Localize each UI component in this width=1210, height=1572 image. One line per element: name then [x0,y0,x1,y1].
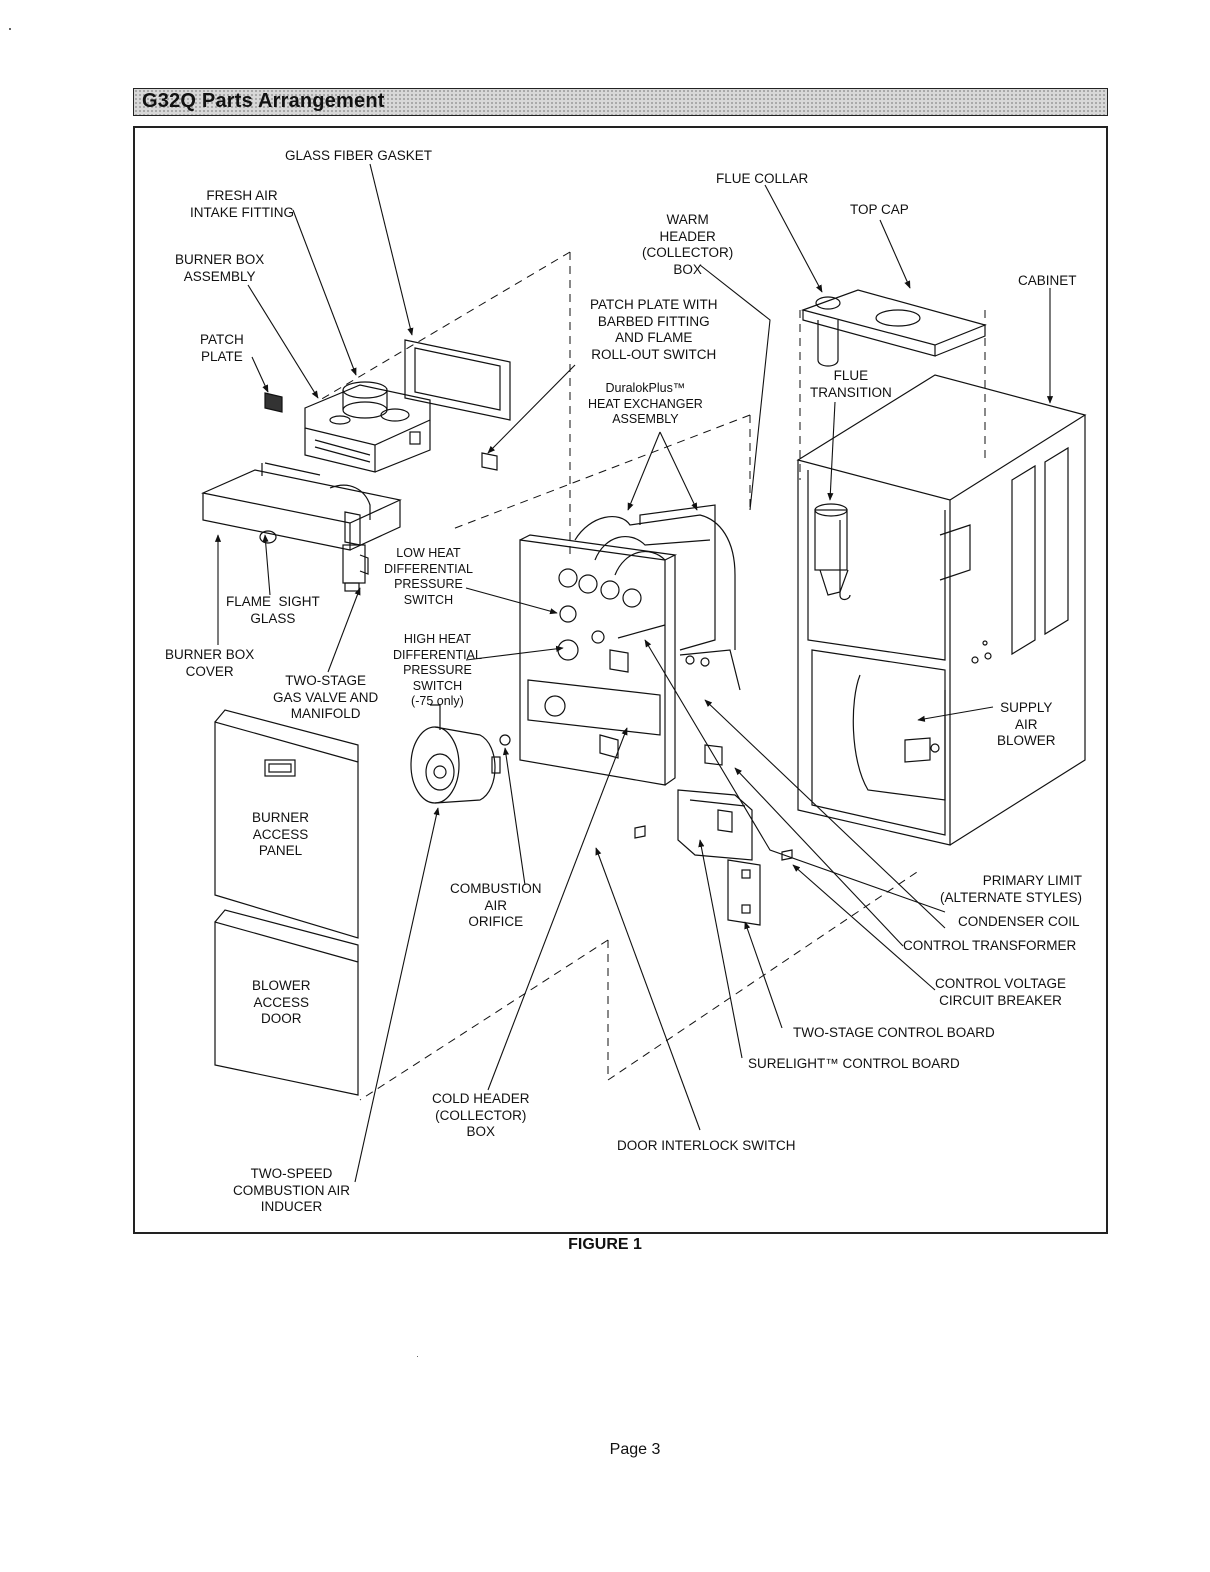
label-primary-limit: PRIMARY LIMIT (ALTERNATE STYLES) [940,873,1083,905]
label-two-stage-gas-valve: TWO-STAGE GAS VALVE AND MANIFOLD [273,673,379,721]
label-surelight-control-board: SURELIGHT™ CONTROL BOARD [748,1056,960,1071]
cabinet [796,374,1087,846]
burner-access-panel [214,709,359,939]
label-control-voltage-breaker: CONTROL VOLTAGE CIRCUIT BREAKER [935,976,1067,1008]
label-flue-collar: FLUE COLLAR [716,171,809,186]
label-burner-box-assembly: BURNER BOX ASSEMBLY [175,252,265,284]
top-cap [800,289,987,367]
label-supply-air-blower: SUPPLY AIR BLOWER [997,700,1056,748]
heat-exchanger [519,504,741,786]
scan-speck [9,28,11,30]
label-control-transformer: CONTROL TRANSFORMER [903,938,1077,953]
label-cold-header-box: COLD HEADER (COLLECTOR) BOX [432,1091,530,1139]
section-header-bar: G32Q Parts Arrangement [133,88,1108,116]
gas-valve [329,484,371,592]
page-number: Page 3 [609,1441,661,1458]
label-patch-plate-barbed: PATCH PLATE WITH BARBED FITTING AND FLAM… [590,297,718,362]
label-two-speed-inducer: TWO-SPEED COMBUSTION AIR INDUCER [233,1166,351,1214]
label-low-heat-switch: LOW HEAT DIFFERENTIAL PRESSURE SWITCH [384,546,473,607]
label-burner-box-cover: BURNER BOX COVER [165,647,255,679]
label-blower-access-door: BLOWER ACCESS DOOR [252,978,311,1026]
label-two-stage-control-board: TWO-STAGE CONTROL BOARD [793,1025,995,1040]
combustion-air-inducer [410,704,501,804]
label-flame-sight-glass: FLAME SIGHT GLASS [226,594,320,626]
blower-access-door [214,909,359,1096]
scan-speck [417,1356,418,1357]
section-title: G32Q Parts Arrangement [142,90,385,112]
figure-frame [133,126,1108,1234]
label-glass-fiber-gasket: GLASS FIBER GASKET [285,148,433,163]
label-flue-transition: FLUE TRANSITION [810,368,892,400]
label-cabinet: CABINET [1018,273,1077,288]
label-top-cap: TOP CAP [850,202,909,217]
label-burner-access-panel: BURNER ACCESS PANEL [252,810,310,858]
label-heat-exchanger: DuralokPlus™ HEAT EXCHANGER ASSEMBLY [588,381,703,426]
burner-box-assembly [304,381,431,473]
label-condenser-coil: CONDENSER COIL [958,914,1080,929]
figure-caption: FIGURE 1 [568,1236,642,1253]
label-door-interlock-switch: DOOR INTERLOCK SWITCH [617,1138,796,1153]
burner-box-cover [201,462,402,551]
label-combustion-air-orifice: COMBUSTION AIR ORIFICE [450,881,542,929]
label-patch-plate: PATCH PLATE [200,332,244,364]
label-fresh-air-intake: FRESH AIR INTAKE FITTING [190,188,294,220]
glass-fiber-gasket [404,339,511,421]
label-high-heat-switch: HIGH HEAT DIFFERENTIAL PRESSURE SWITCH (… [393,632,482,708]
label-warm-header-box: WARM HEADER (COLLECTOR) BOX [642,212,734,277]
control-boards [634,789,793,926]
